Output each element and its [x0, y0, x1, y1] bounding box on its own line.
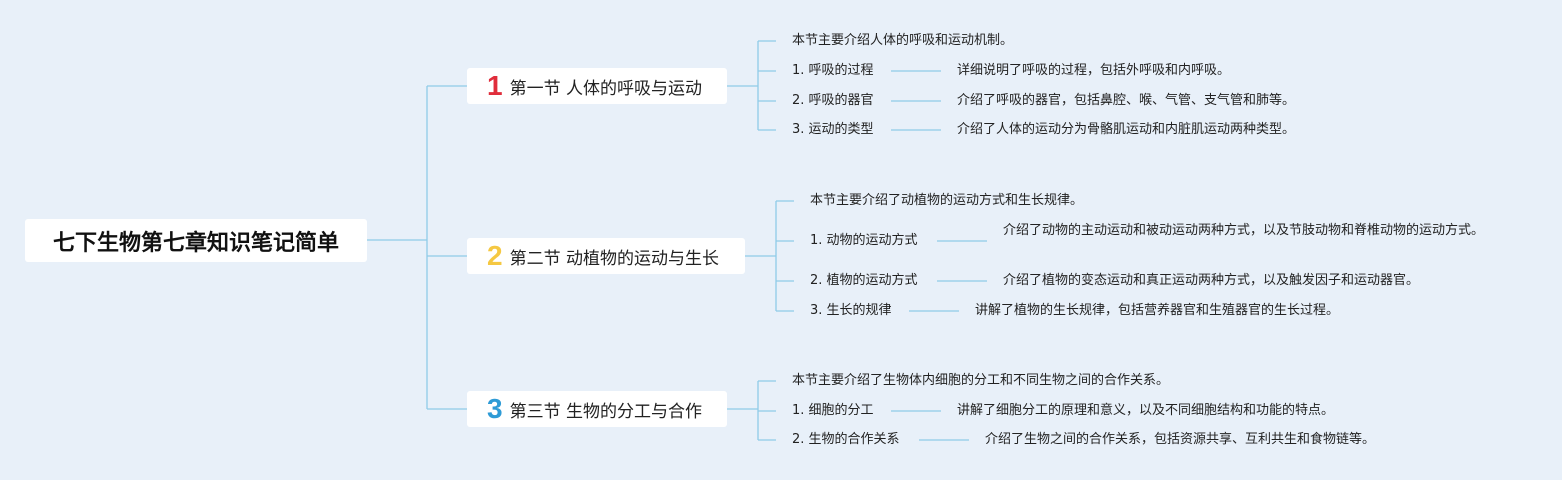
section-3-item-1-description[interactable]: 讲解了细胞分工的原理和意义，以及不同细胞结构和功能的特点。	[957, 403, 1335, 418]
number-three-icon: 3	[487, 393, 503, 424]
root-topic[interactable]: 七下生物第七章知识笔记简单	[25, 219, 367, 262]
section-1-item-1[interactable]: 1. 呼吸的过程	[792, 63, 874, 78]
section-1-summary[interactable]: 本节主要介绍人体的呼吸和运动机制。	[792, 33, 1014, 48]
section-3-summary[interactable]: 本节主要介绍了生物体内细胞的分工和不同生物之间的合作关系。	[792, 373, 1170, 388]
section-2-item-3-description[interactable]: 讲解了植物的生长规律，包括营养器官和生殖器官的生长过程。	[975, 303, 1340, 318]
section-3-item-2-description[interactable]: 介绍了生物之间的合作关系，包括资源共享、互利共生和食物链等。	[985, 432, 1376, 447]
section-3-item-1[interactable]: 1. 细胞的分工	[792, 403, 874, 418]
section-1-node[interactable]: 1 第一节 人体的呼吸与运动	[467, 68, 727, 104]
section-2-node[interactable]: 2 第二节 动植物的运动与生长	[467, 238, 745, 274]
section-3-item-2[interactable]: 2. 生物的合作关系	[792, 432, 900, 447]
section-1-item-3-description[interactable]: 介绍了人体的运动分为骨骼肌运动和内脏肌运动两种类型。	[957, 122, 1296, 137]
section-1-item-2[interactable]: 2. 呼吸的器官	[792, 93, 874, 108]
section-2-item-1[interactable]: 1. 动物的运动方式	[810, 233, 918, 248]
section-1-title: 第一节 人体的呼吸与运动	[509, 78, 702, 99]
section-2-summary[interactable]: 本节主要介绍了动植物的运动方式和生长规律。	[810, 193, 1084, 208]
section-2-item-2[interactable]: 2. 植物的运动方式	[810, 273, 918, 288]
section-2-item-3[interactable]: 3. 生长的规律	[810, 303, 892, 318]
number-two-icon: 2	[487, 240, 503, 271]
section-1-item-2-description[interactable]: 介绍了呼吸的器官，包括鼻腔、喉、气管、支气管和肺等。	[957, 93, 1296, 108]
section-3-node[interactable]: 3 第三节 生物的分工与合作	[467, 391, 727, 427]
number-one-icon: 1	[487, 70, 503, 101]
section-1-item-1-description[interactable]: 详细说明了呼吸的过程，包括外呼吸和内呼吸。	[957, 63, 1231, 78]
section-1-item-3[interactable]: 3. 运动的类型	[792, 122, 874, 137]
section-3-title: 第三节 生物的分工与合作	[509, 401, 702, 422]
section-2-item-1-description[interactable]: 介绍了动物的主动运动和被动运动两种方式，以及节肢动物和脊椎动物的运动方式。	[1003, 223, 1485, 238]
section-2-title: 第二节 动植物的运动与生长	[509, 248, 719, 269]
section-2-item-2-description[interactable]: 介绍了植物的变态运动和真正运动两种方式，以及触发因子和运动器官。	[1003, 273, 1420, 288]
